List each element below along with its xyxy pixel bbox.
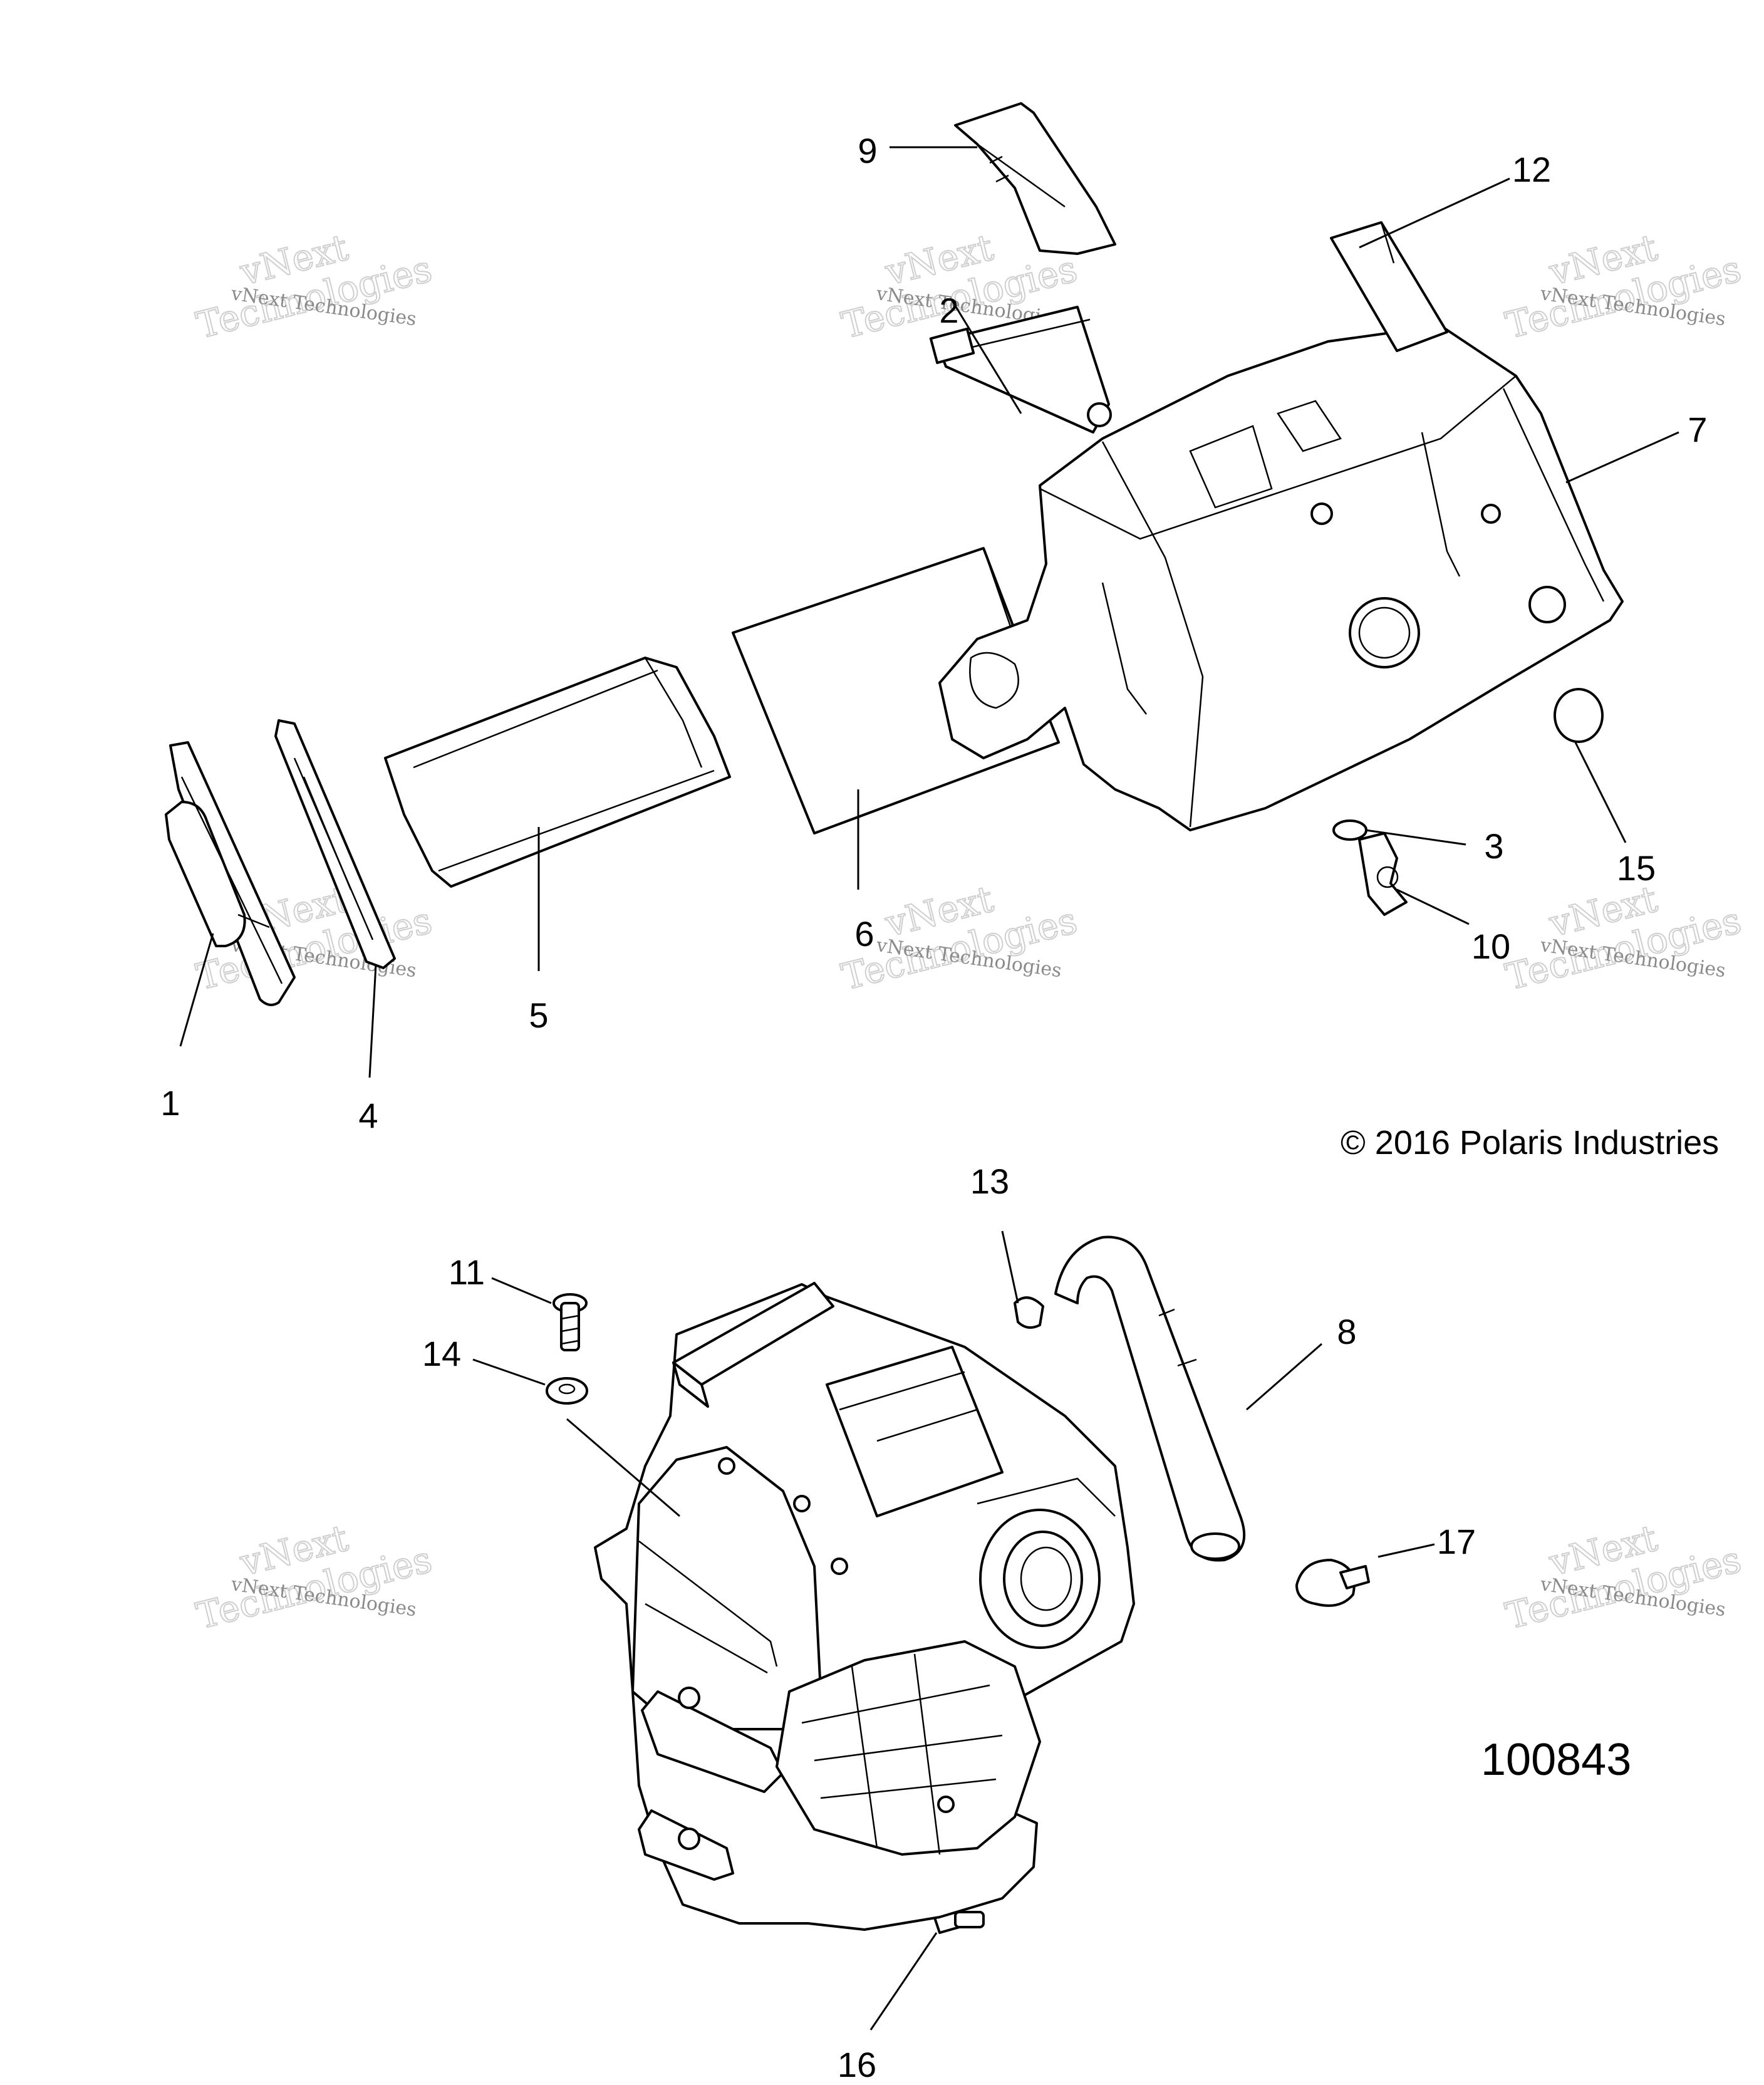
- callout-14: 14: [422, 1334, 461, 1373]
- callout-4: 4: [358, 1096, 378, 1135]
- leader-lines: [179, 146, 1679, 2030]
- part-3-o-ring: [1332, 819, 1367, 841]
- diagram-number: 100843: [1481, 1735, 1632, 1785]
- part-10-drain-valve: [1358, 832, 1408, 916]
- callout-13: 13: [970, 1162, 1009, 1201]
- part-13-clamp: [1014, 1296, 1044, 1329]
- part-17-clamp: [1295, 1559, 1370, 1607]
- watermark-top-right: vNext Technologies vNext Technologies: [1501, 226, 1746, 348]
- callout-11: 11: [449, 1252, 485, 1292]
- watermark-bottom-left: vNext Technologies vNext Technologies: [192, 1516, 437, 1638]
- part-15-plug: [1554, 688, 1604, 743]
- watermark-mid-right: vNext Technologies vNext Technologies: [1501, 877, 1746, 999]
- part-2-strap: [929, 306, 1112, 434]
- part-9-clip: [954, 102, 1116, 255]
- copyright-notice: © 2016 Polaris Industries: [1341, 1124, 1720, 1162]
- airbox-assembly-installed: [594, 1282, 1135, 1931]
- callout-labels: 1 2 3 4 5 6 7 8 9 10 11 12 13 14 15 16 1…: [160, 131, 1707, 2084]
- part-12-foam-block: [1330, 221, 1448, 352]
- callout-10: 10: [1471, 927, 1510, 966]
- watermark-top-left: vNext Technologies vNext Technologies: [192, 226, 437, 348]
- callout-9: 9: [858, 131, 877, 170]
- part-5-prefilter: [384, 657, 731, 888]
- callout-5: 5: [529, 996, 548, 1035]
- callout-2: 2: [939, 291, 958, 330]
- part-7-airbox: [938, 325, 1624, 831]
- callout-1: 1: [160, 1083, 180, 1123]
- callout-16: 16: [838, 2045, 876, 2084]
- callout-15: 15: [1617, 848, 1656, 888]
- callout-6: 6: [854, 914, 874, 954]
- watermark-bottom-right: vNext Technologies vNext Technologies: [1501, 1516, 1746, 1638]
- part-8-hose: [1054, 1235, 1246, 1562]
- part-11-bolt: [553, 1293, 588, 1351]
- callout-7: 7: [1688, 410, 1707, 449]
- part-4-gasket: [274, 719, 396, 969]
- callout-12: 12: [1512, 150, 1551, 189]
- callout-3: 3: [1484, 826, 1503, 866]
- part-1-cover: [165, 741, 296, 1006]
- callout-17: 17: [1437, 1522, 1476, 1561]
- part-14-washer: [546, 1377, 588, 1405]
- callout-8: 8: [1337, 1312, 1356, 1351]
